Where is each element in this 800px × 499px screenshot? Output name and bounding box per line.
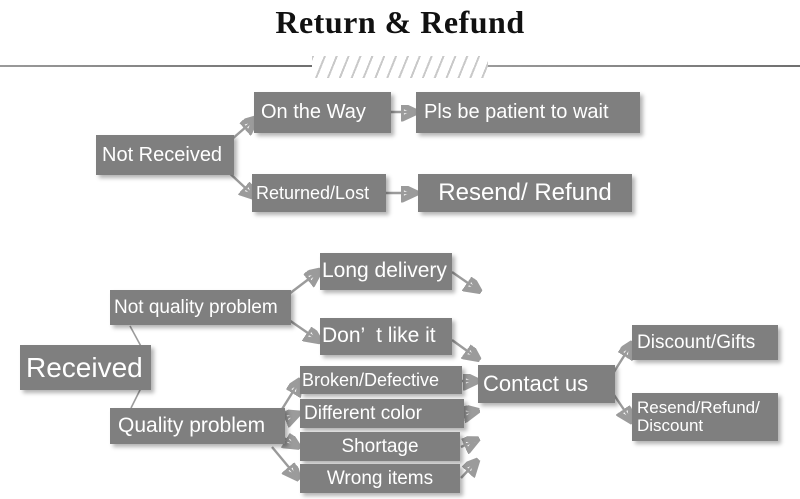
node-dont-like-it-label: Don’ t like it bbox=[322, 324, 436, 348]
node-long-delivery[interactable]: Long delivery bbox=[320, 253, 452, 290]
node-pls-be-patient[interactable]: Pls be patient to wait bbox=[416, 92, 640, 133]
node-on-the-way[interactable]: On the Way bbox=[254, 92, 391, 133]
node-dont-like-it[interactable]: Don’ t like it bbox=[320, 318, 452, 355]
node-quality-problem-label: Quality problem bbox=[118, 413, 266, 437]
node-discount-gifts-label: Discount/Gifts bbox=[637, 331, 756, 353]
arrow-shortage-contact bbox=[460, 440, 476, 447]
node-not-quality-problem[interactable]: Not quality problem bbox=[110, 290, 291, 325]
node-different-color-label: Different color bbox=[304, 402, 422, 424]
node-received[interactable]: Received bbox=[20, 345, 151, 390]
node-wrong-items[interactable]: Wrong items bbox=[300, 464, 460, 493]
page-title: Return & Refund bbox=[275, 4, 525, 40]
node-not-quality-problem-label: Not quality problem bbox=[114, 296, 278, 318]
node-shortage-label: Shortage bbox=[341, 435, 419, 457]
arrow-wrongitems-contact bbox=[460, 462, 476, 479]
node-on-the-way-label: On the Way bbox=[261, 101, 366, 123]
node-resend-refund-discount-label: Resend/Refund/ Discount bbox=[637, 398, 760, 435]
node-resend-refund-discount[interactable]: Resend/Refund/ Discount bbox=[632, 393, 778, 441]
node-contact-us[interactable]: Contact us bbox=[478, 365, 615, 403]
arrow-longdelivery-contact bbox=[451, 271, 478, 290]
node-quality-problem[interactable]: Quality problem bbox=[110, 408, 285, 444]
title-divider bbox=[0, 56, 800, 78]
node-discount-gifts[interactable]: Discount/Gifts bbox=[632, 325, 778, 360]
node-wrong-items-label: Wrong items bbox=[326, 467, 434, 489]
node-returned-lost-label: Returned/Lost bbox=[256, 182, 370, 203]
node-contact-us-label: Contact us bbox=[483, 371, 589, 397]
divider-rule-left bbox=[0, 65, 312, 67]
arrow-notquality-longdelivery bbox=[288, 272, 318, 295]
arrow-notquality-dontlike bbox=[288, 319, 318, 340]
arrow-quality-wrongitems bbox=[271, 446, 297, 477]
node-not-received-label: Not Received bbox=[102, 143, 223, 166]
node-resend-refund[interactable]: Resend/ Refund bbox=[418, 174, 632, 212]
node-resend-refund-label: Resend/ Refund bbox=[438, 179, 612, 207]
node-different-color[interactable]: Different color bbox=[300, 399, 464, 428]
node-received-label: Received bbox=[26, 351, 143, 383]
node-not-received[interactable]: Not Received bbox=[96, 135, 234, 175]
node-shortage[interactable]: Shortage bbox=[300, 432, 460, 461]
diagonal-hatch-icon bbox=[312, 56, 488, 78]
node-long-delivery-label: Long delivery bbox=[322, 259, 447, 283]
node-broken-defective[interactable]: Broken/Defective bbox=[300, 366, 462, 394]
arrow-contact-resend bbox=[611, 391, 631, 420]
node-returned-lost[interactable]: Returned/Lost bbox=[252, 174, 386, 212]
arrow-contact-discount bbox=[610, 345, 631, 376]
divider-rule-right bbox=[488, 65, 800, 67]
node-broken-defective-label: Broken/Defective bbox=[302, 369, 440, 390]
arrow-dontlike-contact bbox=[451, 339, 477, 358]
node-pls-be-patient-label: Pls be patient to wait bbox=[424, 101, 609, 123]
